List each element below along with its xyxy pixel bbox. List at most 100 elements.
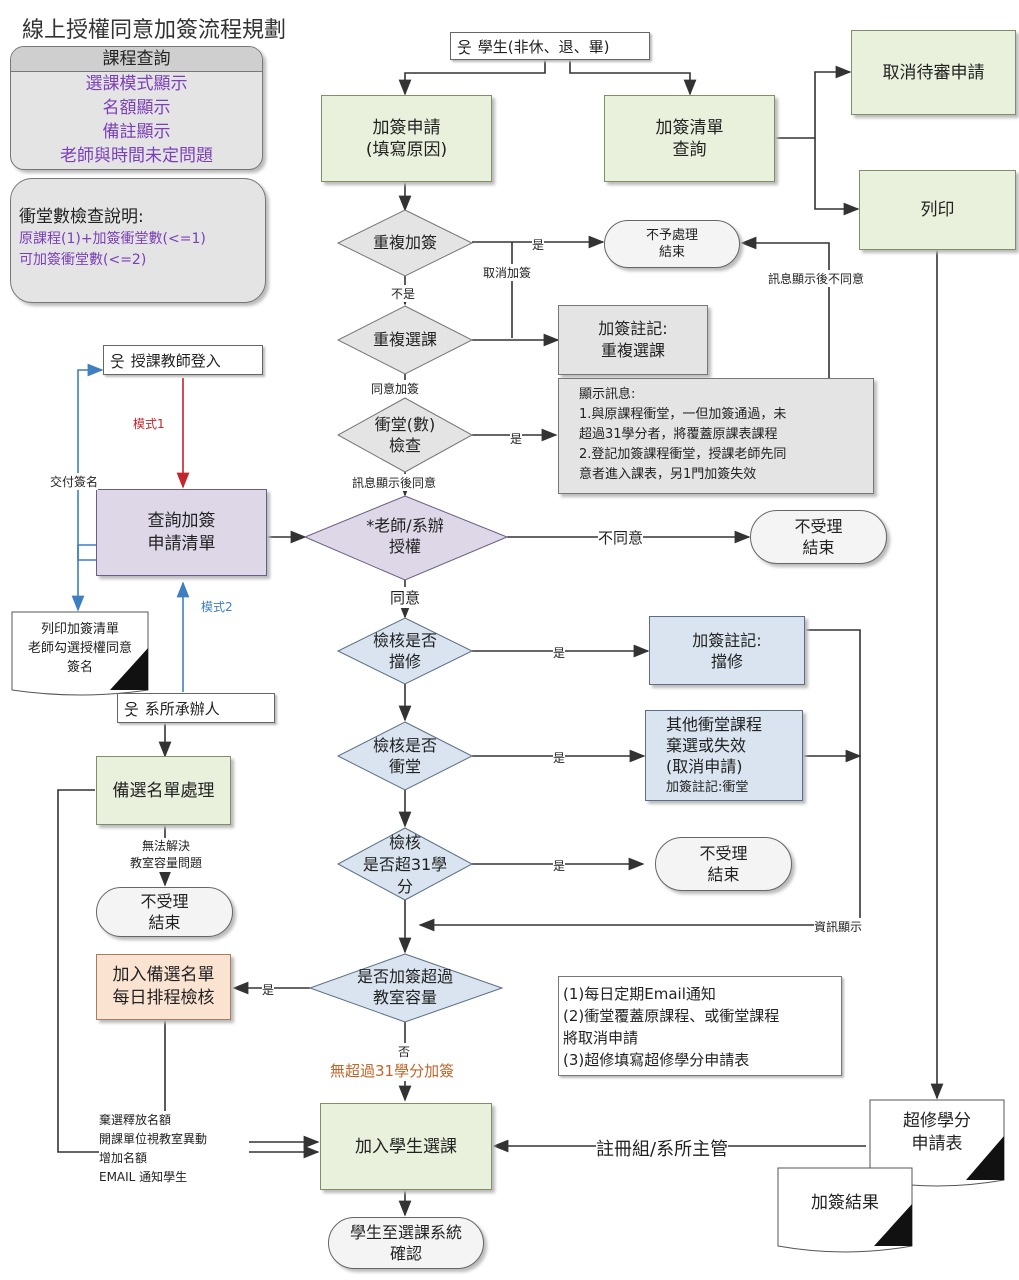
- actor-teacher: 웃 授課教師登入: [103, 345, 263, 375]
- decision-authorize-shape: [303, 495, 509, 581]
- conflict-other-line: (取消申請): [666, 756, 743, 776]
- list-query-line: 查詢: [672, 139, 707, 160]
- person-icon: 웃: [110, 352, 125, 371]
- course-query-header: 課程查詢: [11, 47, 262, 72]
- decision-dup-add: 重複加簽: [372, 233, 437, 252]
- doc-line: 超修學分: [903, 1111, 971, 1131]
- decision-block-shape: [336, 617, 474, 685]
- print-list-doc: 列印加簽清單 老師勾選授權同意 簽名: [12, 620, 148, 677]
- terminal-line: 不受理: [794, 517, 843, 536]
- course-query-item: 名額顯示: [102, 98, 171, 118]
- message-line: 2.登記加簽課程衝堂，授課老師先同: [579, 447, 787, 462]
- decision-dup-select: 重複選課: [372, 330, 437, 349]
- terminal-reject-2: 不受理 結束: [655, 837, 792, 891]
- list-query-line: 加簽清單: [655, 117, 724, 138]
- course-query-panel: 課程查詢 選課模式顯示 名額顯示 備註顯示 老師與時間未定問題: [10, 46, 263, 170]
- decision-line: 檢核: [388, 833, 421, 852]
- add-course-label: 加入學生選課: [355, 1136, 457, 1157]
- edge-label-yes: 是: [553, 857, 566, 874]
- waitlist-proc-box: 備選名單處理: [96, 756, 231, 825]
- result-doc-shape: [777, 1167, 913, 1253]
- notes-box: (1)每日定期Email通知 (2)衝堂覆蓋原課程、或衝堂課程 將取消申請 (3…: [558, 976, 842, 1076]
- decision-line: 檢核是否: [372, 736, 437, 755]
- edge-label-disagree: 不同意: [598, 527, 644, 548]
- actor-student: 웃 學生(非休、退、畢): [450, 32, 650, 60]
- edge-label-line: 教室容量問題: [129, 856, 202, 870]
- edge-label-no-over31: 無超過31學分加簽: [330, 1060, 455, 1081]
- edge-label-not-yes: 不是: [391, 285, 416, 302]
- edge-label-mode2: 模式2: [201, 598, 233, 615]
- terminal-line: 結束: [658, 245, 685, 260]
- edge-label-line: 無法解決: [141, 839, 190, 853]
- decision-line: 分: [396, 877, 413, 896]
- print-label: 列印: [920, 200, 955, 220]
- actor-staff: 웃 系所承辦人: [117, 693, 275, 723]
- edge-label-cancel-add: 取消加簽: [483, 264, 532, 281]
- course-query-item: 選課模式顯示: [85, 74, 188, 94]
- edge-label-agree-add: 同意加簽: [371, 380, 420, 397]
- decision-capacity-shape: [308, 953, 504, 1023]
- print-list-doc-shape: [11, 611, 149, 696]
- edge-label-line: 棄選釋放名額: [99, 1113, 172, 1127]
- edge-label-yes: 是: [510, 430, 523, 447]
- message-line: 意者進入課表，另1門加簽失效: [579, 467, 757, 482]
- terminal-reject-3: 不受理 結束: [96, 887, 233, 937]
- add-waitlist-line: 每日排程檢核: [112, 988, 215, 1008]
- conflict-explain-heading: 衝堂數檢查說明:: [19, 207, 144, 227]
- waitlist-proc-label: 備選名單處理: [112, 780, 215, 801]
- doc-line: 申請表: [911, 1134, 963, 1154]
- course-query-item: 老師與時間未定問題: [60, 146, 213, 166]
- course-query-item: 備註顯示: [102, 122, 171, 142]
- edge-label-mode1: 模式1: [133, 415, 165, 432]
- overload-form-doc: 超修學分 申請表: [870, 1110, 1004, 1156]
- terminal-line: 不受理: [140, 892, 189, 911]
- conflict-explain-line: 原課程(1)+加簽衝堂數(<=1): [19, 231, 206, 247]
- add-course-box: 加入學生選課: [320, 1103, 492, 1190]
- doc-line: 簽名: [66, 660, 93, 675]
- doc-line: 列印加簽清單: [40, 622, 119, 637]
- edge-label-yes: 是: [532, 236, 545, 253]
- note-dup-line: 重複選課: [600, 341, 665, 360]
- terminal-line: 學生至選課系統: [349, 1223, 462, 1242]
- edge-label-yes: 是: [262, 981, 275, 998]
- decision-authorize: *老師/系辦 授權: [335, 515, 475, 557]
- decision-conflict-check: 衝堂(數) 檢查: [345, 414, 465, 456]
- query-list-box: 查詢加簽 申請清單: [96, 489, 267, 576]
- message-line: 超過31學分者，將覆蓋原課表課程: [579, 427, 778, 442]
- edge-label-yes: 是: [553, 749, 566, 766]
- page-title: 線上授權同意加簽流程規劃: [22, 18, 287, 43]
- terminal-line: 結束: [148, 913, 181, 932]
- decision-line: 擋修: [388, 652, 421, 671]
- message-line: 1.與原課程衝堂，一但加簽通過，未: [579, 407, 787, 422]
- person-icon: 웃: [124, 700, 139, 719]
- terminal-no-process: 不予處理 結束: [604, 220, 740, 268]
- conflict-other-line: 棄選或失效: [666, 735, 747, 755]
- print-list-doc-corner: [110, 648, 148, 690]
- decision-line: 檢核是否: [372, 631, 437, 650]
- actor-student-label: 學生(非休、退、畢): [477, 37, 610, 56]
- terminal-line: 不受理: [699, 844, 748, 863]
- edge-label-info-display: 資訊顯示: [814, 918, 863, 935]
- decision-capacity: 是否加簽超過 教室容量: [335, 966, 475, 1008]
- doc-line: 老師勾選授權同意: [27, 641, 132, 656]
- query-list-line: 申請清單: [147, 533, 216, 554]
- person-icon: 웃: [457, 38, 472, 57]
- terminal-line: 結束: [707, 865, 740, 884]
- decision-line: 衝堂: [388, 757, 421, 776]
- cancel-pending-label: 取消待審申請: [882, 62, 985, 83]
- note-block-box: 加簽註記: 擋修: [649, 616, 805, 685]
- conflict-other-line: 其他衝堂課程: [666, 714, 763, 734]
- edge-label-line: 開課單位視教室異動: [99, 1132, 208, 1146]
- notes-line: (3)超修填寫超修學分申請表: [563, 1051, 750, 1069]
- decision-31-shape: [336, 827, 474, 901]
- edge-label-line: 增加名額: [99, 1151, 148, 1165]
- decision-line: 教室容量: [372, 988, 437, 1007]
- query-list-line: 查詢加簽: [147, 510, 216, 531]
- terminal-line: 結束: [802, 538, 835, 557]
- edge-label-deliver-sign: 交付簽名: [50, 473, 99, 490]
- notes-line: 將取消申請: [563, 1029, 639, 1047]
- message-line: 顯示訊息:: [579, 387, 636, 402]
- add-waitlist-line: 加入備選名單: [112, 965, 215, 985]
- decision-line: 是否加簽超過: [356, 967, 453, 986]
- edge-label-release: 棄選釋放名額 開課單位視教室異動 增加名額 EMAIL 通知學生: [99, 1111, 249, 1187]
